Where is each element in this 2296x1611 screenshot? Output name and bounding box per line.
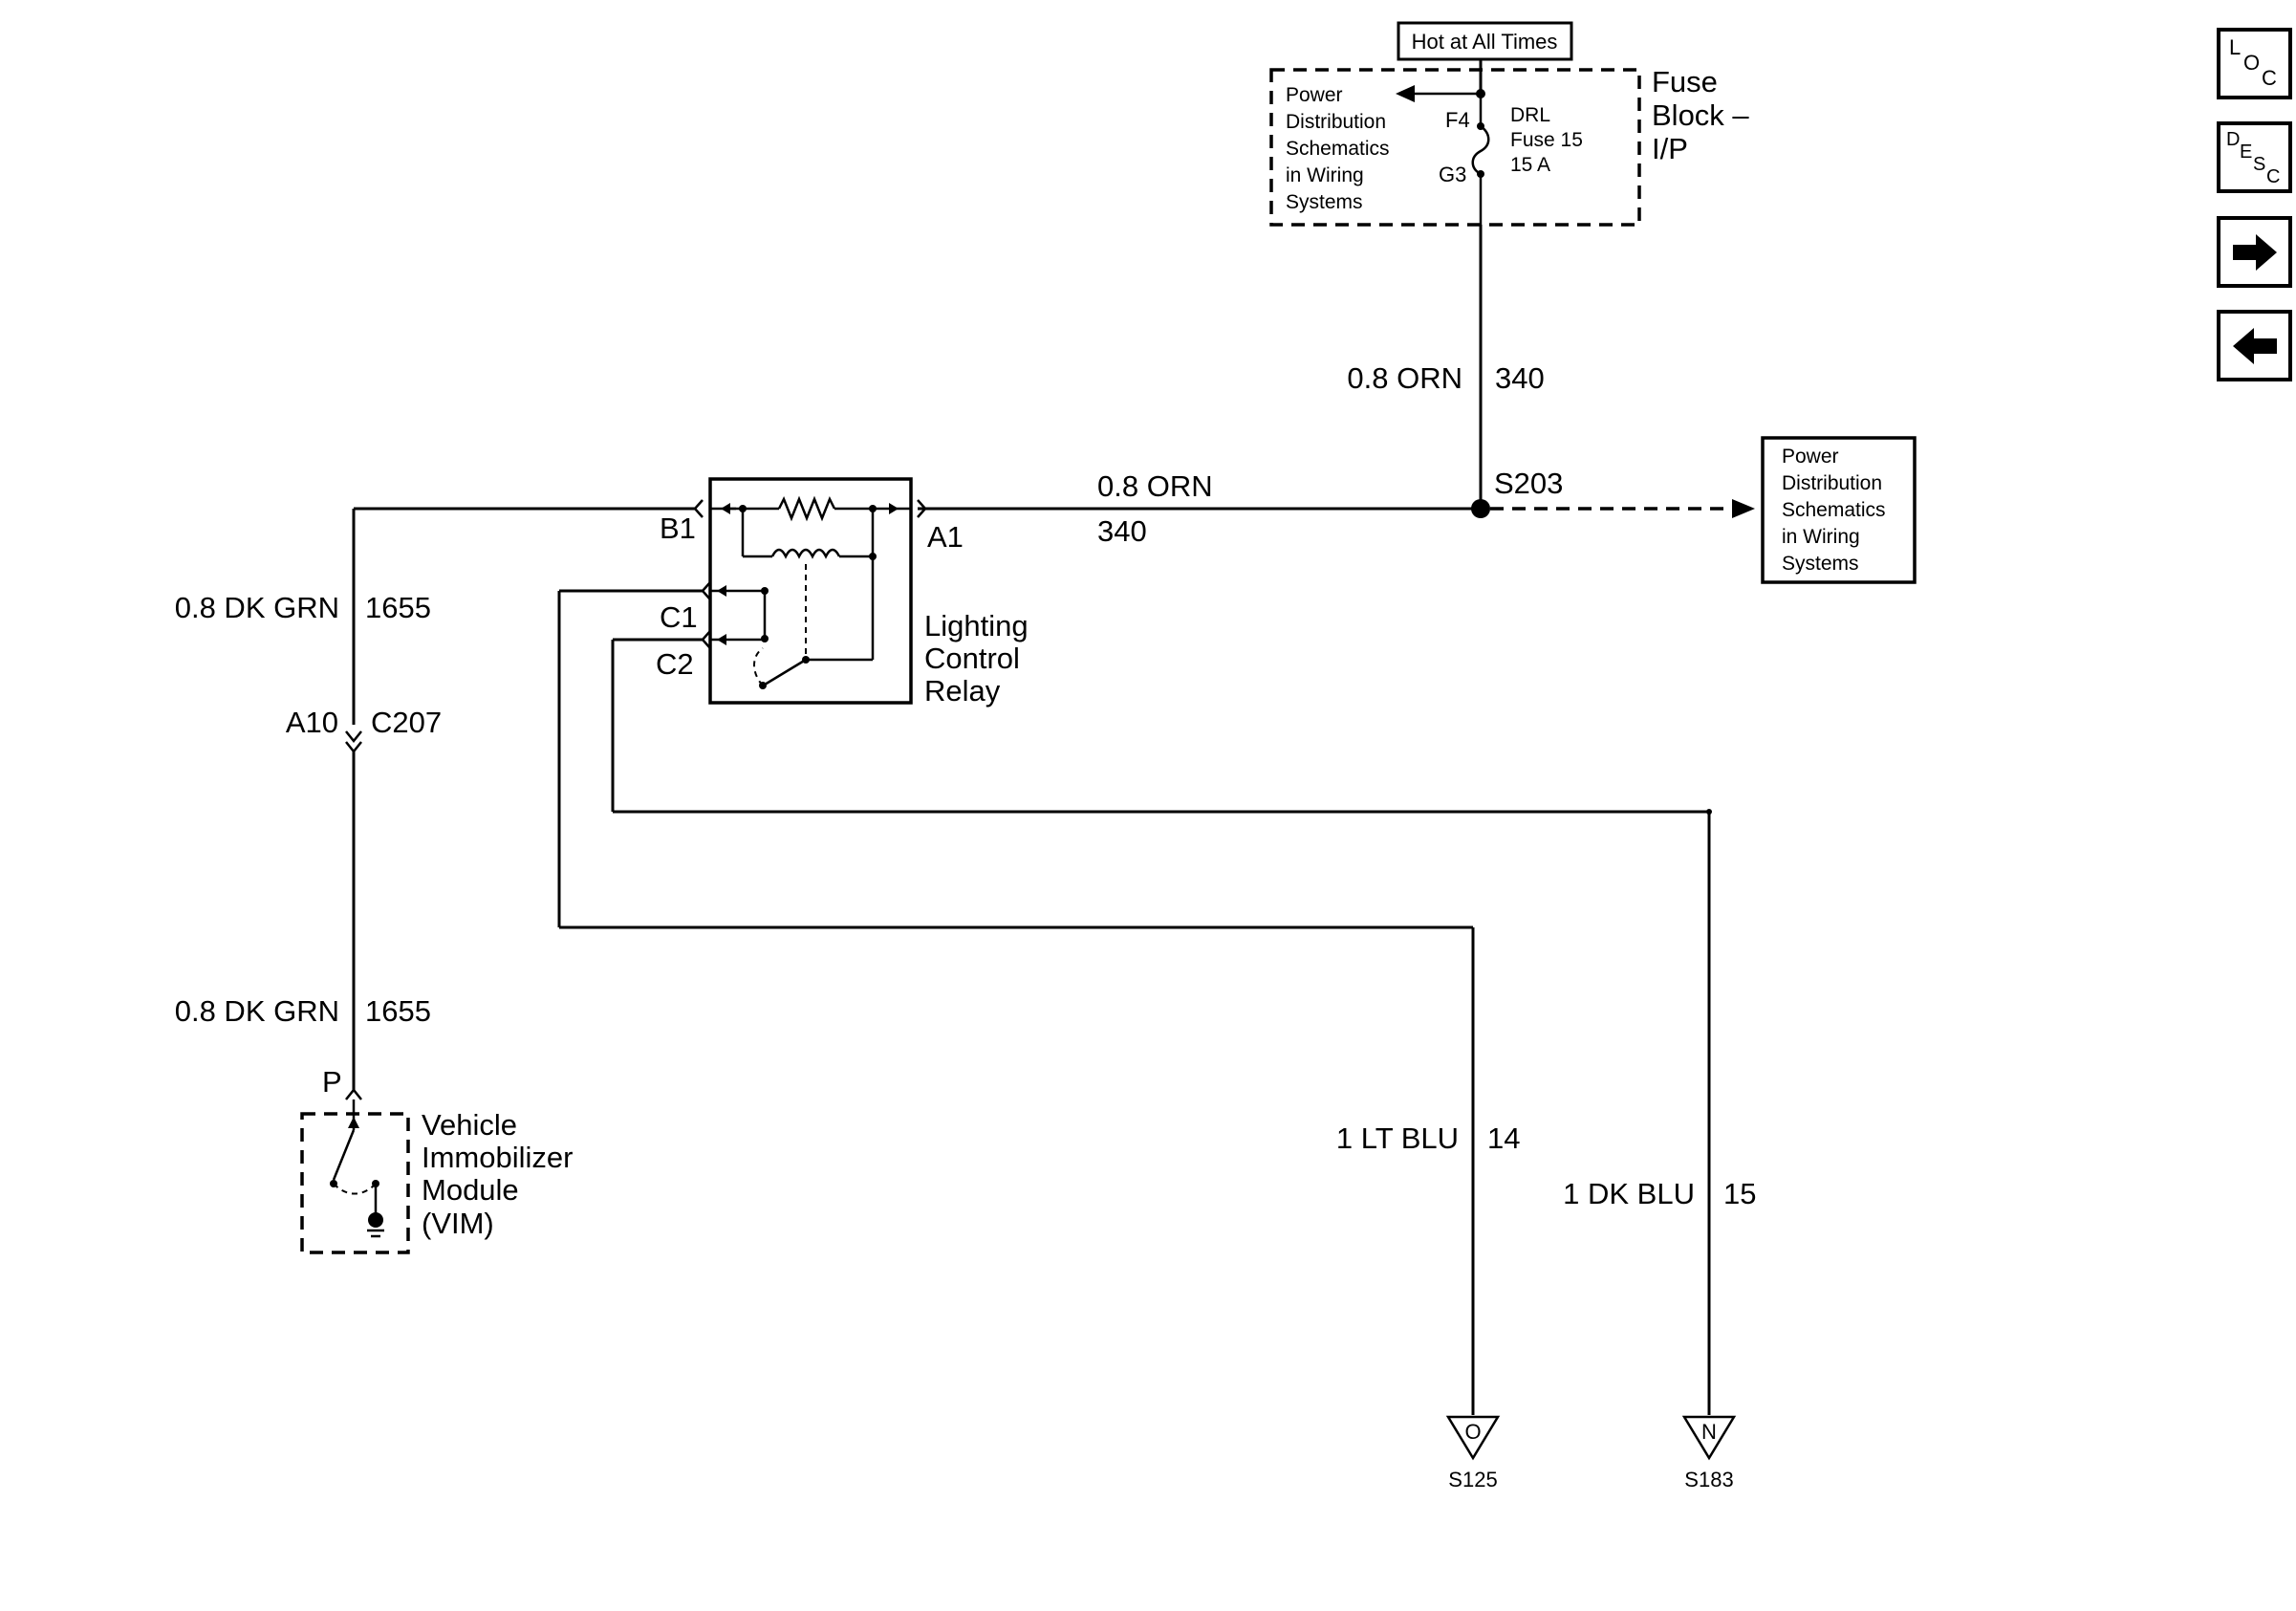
vim-name-2: Immobilizer (422, 1141, 573, 1174)
svg-text:C: C (2266, 166, 2280, 187)
wire-dk-blu-15: 1 DK BLU 15 (611, 638, 1756, 1415)
vim-outline (300, 1112, 410, 1254)
fuse-ref-line-5: Systems (1286, 191, 1363, 213)
fuse-block-title-1: Fuse (1652, 65, 1718, 98)
arrow-right-icon (2233, 234, 2277, 271)
relay-feed-circuit: 340 (1097, 514, 1147, 548)
relay-name-1: Lighting (924, 609, 1029, 642)
relay-feed-gauge: 0.8 ORN (1097, 469, 1213, 503)
fuse-name-1: DRL (1510, 104, 1550, 126)
power-ref-line-1: Power (1782, 446, 1839, 468)
vim-name-3: Module (422, 1173, 519, 1207)
fuse-ref-line-1: Power (1286, 84, 1343, 106)
fuse-symbol-icon (1471, 124, 1490, 176)
power-ref-line-5: Systems (1782, 553, 1859, 575)
c1-wire-gauge: 1 LT BLU (1336, 1121, 1459, 1155)
fuse-ref-line-4: in Wiring (1286, 164, 1364, 186)
vim-name-4: (VIM) (422, 1207, 494, 1240)
hot-at-all-times-box (1397, 21, 1573, 61)
fuse-block: Hot at All Times Fuse Block – I/P Power … (1269, 21, 1749, 228)
vim-lower-gauge: 0.8 DK GRN (175, 994, 339, 1028)
relay-coil-icon (770, 548, 841, 559)
loc-icon: L O C (2229, 35, 2277, 90)
wire-lt-blu-14: 1 LT BLU 14 (557, 589, 1520, 1415)
feed-wire-gauge: 0.8 ORN (1347, 361, 1462, 395)
lighting-control-relay: A1 B1 C1 (656, 477, 1029, 708)
feed-wire-orn-340: 0.8 ORN 340 S203 0.8 ORN 340 (918, 225, 1755, 548)
fuse-ref-line-2: Distribution (1286, 111, 1386, 133)
power-ref-line-4: in Wiring (1782, 526, 1860, 548)
terminal-letter: O (1464, 1420, 1481, 1444)
svg-text:O: O (2243, 51, 2260, 75)
terminal-s183[interactable]: N S183 (1681, 1415, 1737, 1491)
vim-name-1: Vehicle (422, 1108, 517, 1142)
fuse-block-outline (1269, 68, 1641, 227)
bus-arrow-icon (1396, 85, 1415, 102)
loc-button[interactable]: L O C (2217, 28, 2292, 99)
terminal-triangle-icon (1681, 1415, 1737, 1461)
desc-button[interactable]: D E S C (2217, 121, 2292, 193)
relay-name-2: Control (924, 642, 1020, 675)
relay-pin-c2: C2 (656, 647, 694, 681)
vim-switch-blade (332, 1129, 356, 1181)
fuse-name-3: 15 A (1510, 154, 1550, 176)
vim-upper-circuit: 1655 (365, 591, 431, 624)
hot-at-all-times-label: Hot at All Times (1412, 30, 1558, 54)
connector-c207-icon (345, 730, 362, 754)
terminal-letter: N (1701, 1420, 1717, 1444)
vehicle-immobilizer-module: Vehicle Immobilizer Module (VIM) (300, 1099, 573, 1254)
vim-upper-gauge: 0.8 DK GRN (175, 591, 339, 624)
vim-pin-p: P (322, 1065, 342, 1099)
relay-pin-a1: A1 (927, 520, 964, 554)
vim-wire-dk-grn-1655: 0.8 DK GRN 1655 A10 C207 0.8 DK GRN 1655… (175, 507, 695, 1100)
terminal-splice: S125 (1448, 1468, 1497, 1491)
connector-name: C207 (371, 706, 442, 739)
relay-switch-blade (764, 658, 807, 686)
connector-cavity: A10 (286, 706, 338, 739)
prev-button[interactable] (2217, 310, 2292, 381)
vim-lower-circuit: 1655 (365, 994, 431, 1028)
svg-text:S: S (2253, 154, 2265, 175)
c2-wire-gauge: 1 DK BLU (1563, 1177, 1695, 1210)
relay-pin-c1: C1 (660, 600, 698, 634)
svg-text:D: D (2226, 129, 2240, 150)
fuse-ref-line-3: Schematics (1286, 138, 1390, 160)
relay-pin-b1: B1 (660, 512, 696, 545)
c2-wire-circuit: 15 (1723, 1177, 1756, 1210)
fuse-block-title-2: Block – (1652, 98, 1749, 132)
fuse-pin-f4: F4 (1445, 108, 1470, 132)
power-distribution-ref[interactable]: Power Distribution Schematics in Wiring … (1761, 436, 1917, 584)
svg-text:E: E (2240, 142, 2252, 163)
fuse-name-2: Fuse 15 (1510, 129, 1583, 151)
ground-icon (368, 1212, 383, 1228)
power-ref-line-2: Distribution (1782, 472, 1882, 494)
terminal-s125[interactable]: O S125 (1445, 1415, 1501, 1491)
fuse-block-title-3: I/P (1652, 132, 1688, 165)
terminal-splice: S183 (1684, 1468, 1733, 1491)
svg-text:C: C (2262, 66, 2277, 90)
desc-icon: D E S C (2226, 129, 2280, 187)
svg-text:L: L (2229, 35, 2241, 59)
terminal-triangle-icon (1445, 1415, 1501, 1461)
fuse-pin-g3: G3 (1439, 163, 1466, 186)
next-button[interactable] (2217, 216, 2292, 288)
resistor-icon (777, 495, 836, 522)
relay-name-3: Relay (924, 674, 1001, 708)
ref-arrow-icon (1732, 499, 1755, 518)
splice-s203-label: S203 (1494, 467, 1563, 500)
feed-wire-circuit: 340 (1495, 361, 1545, 395)
power-ref-line-3: Schematics (1782, 499, 1886, 521)
c1-wire-circuit: 14 (1487, 1121, 1520, 1155)
arrow-left-icon (2233, 328, 2277, 364)
